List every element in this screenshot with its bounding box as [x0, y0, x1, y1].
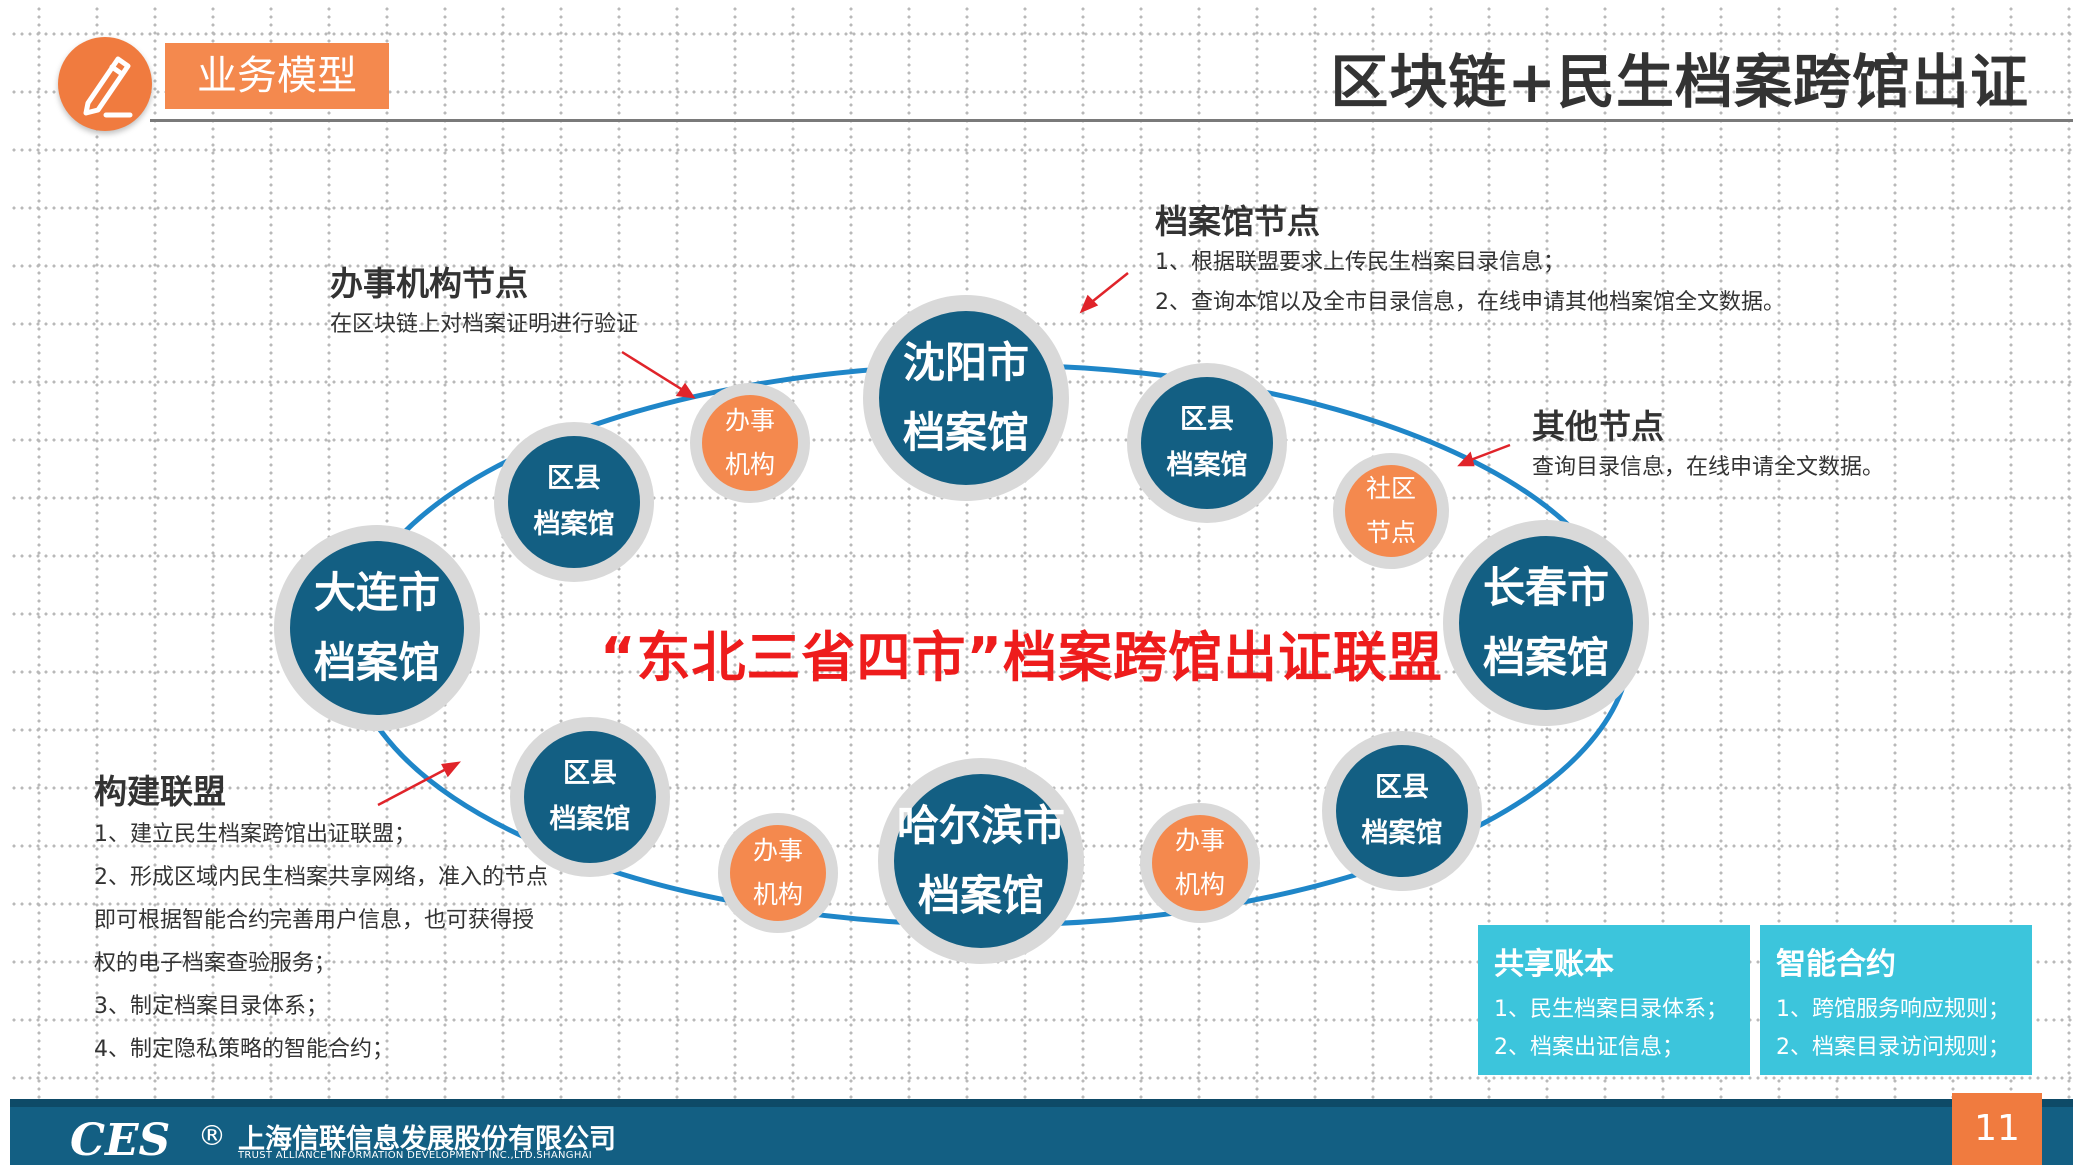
node-label: 办事: [1174, 826, 1225, 855]
node-changchun-archive: 长春市档案馆: [1443, 520, 1649, 726]
arrow-head: [1457, 451, 1475, 467]
node-label: 节点: [1365, 518, 1416, 547]
node-label: 社区: [1365, 474, 1416, 503]
callout-text: 即可根据智能合约完善用户信息，也可获得授: [94, 908, 535, 933]
callout-title: 构建联盟: [94, 772, 226, 811]
arrow-to-dalian: [377, 765, 451, 807]
callout-text: 查询目录信息，在线申请全文数据。: [1532, 455, 1885, 480]
callout-text: 1、建立民生档案跨馆出证联盟；: [94, 822, 416, 847]
callout-text: 1、根据联盟要求上传民生档案目录信息；: [1155, 250, 1565, 275]
node-dalian-archive: 大连市档案馆: [274, 525, 480, 731]
node-shenyang-archive: 沈阳市档案馆: [863, 295, 1069, 501]
node-county-archive-topright: 区县档案馆: [1127, 363, 1287, 523]
alliance-title: “东北三省四市”档案跨馆出证联盟: [600, 626, 1443, 689]
callout-title: 档案馆节点: [1155, 202, 1320, 241]
footer-bar: [10, 1107, 2073, 1165]
node-label: 区县: [1375, 772, 1429, 803]
section-tag: 业务模型: [165, 43, 389, 109]
node-label: 档案馆: [1361, 818, 1443, 849]
callout-text: 权的电子档案查验服务；: [94, 951, 337, 976]
company-name-en: TRUST ALLIANCE INFORMATION DEVELOPMENT I…: [238, 1150, 593, 1161]
node-label: 档案馆: [917, 871, 1044, 920]
info-box-shared-ledger: 共享账本 1、民生档案目录体系； 2、档案出证信息；: [1478, 925, 1750, 1075]
page-number: 11: [1952, 1093, 2042, 1165]
node-label: 办事: [752, 836, 803, 865]
info-box-title: 智能合约: [1776, 947, 1896, 982]
info-box-title: 共享账本: [1494, 947, 1614, 982]
callout-text: 3、制定档案目录体系；: [94, 994, 328, 1019]
info-box-smart-contract: 智能合约 1、跨馆服务响应规则； 2、档案目录访问规则；: [1760, 925, 2032, 1075]
arrow-head: [1079, 294, 1099, 314]
callout-build-alliance: 构建联盟 1、建立民生档案跨馆出证联盟； 2、形成区域内民生档案共享网络，准入的…: [94, 765, 548, 1071]
info-box-line: 2、档案出证信息；: [1494, 1035, 1684, 1060]
node-harbin-archive: 哈尔滨市档案馆: [878, 758, 1084, 964]
node-label: 机构: [1174, 870, 1225, 899]
header-divider: [150, 119, 2073, 122]
node-label: 档案馆: [1166, 450, 1248, 481]
arrow-to-shenyang: [1087, 272, 1129, 306]
arrow-head: [675, 382, 696, 399]
callout-text: 2、查询本馆以及全市目录信息，在线申请其他档案馆全文数据。: [1155, 290, 1785, 315]
node-label: 区县: [1180, 404, 1234, 435]
node-label: 机构: [752, 880, 803, 909]
ces-logo: CES: [70, 1115, 171, 1165]
node-label: 沈阳市: [902, 338, 1029, 387]
node-label: 长春市: [1482, 563, 1609, 612]
registered-mark: ®: [198, 1119, 226, 1152]
node-agency-top: 办事机构: [690, 383, 810, 503]
callout-title: 其他节点: [1532, 407, 1664, 446]
node-label: 档案馆: [533, 509, 615, 540]
callout-text: 2、形成区域内民生档案共享网络，准入的节点: [94, 865, 548, 890]
node-label: 区县: [563, 758, 617, 789]
node-agency-bottomright: 办事机构: [1140, 803, 1260, 923]
callout-archive-node: 档案馆节点 1、根据联盟要求上传民生档案目录信息； 2、查询本馆以及全市目录信息…: [1155, 195, 1785, 323]
node-county-archive-topleft: 区县档案馆: [494, 422, 654, 582]
node-label: 办事: [724, 406, 775, 435]
callout-text: 在区块链上对档案证明进行验证: [330, 312, 639, 337]
node-county-archive-bottomright: 区县档案馆: [1322, 731, 1482, 891]
callout-other-node: 其他节点 查询目录信息，在线申请全文数据。: [1532, 400, 1884, 488]
footer-stripe: [10, 1099, 2073, 1107]
node-label: 哈尔滨市: [896, 801, 1065, 850]
node-county-archive-bottomleft: 区县档案馆: [510, 717, 670, 877]
info-box-line: 2、档案目录访问规则；: [1776, 1035, 2010, 1060]
page-title: 区块链+民生档案跨馆出证: [1330, 48, 2029, 116]
node-label: 档案馆: [313, 638, 440, 687]
arrow-to-agency: [621, 350, 687, 394]
node-label: 机构: [724, 450, 775, 479]
node-label: 档案馆: [902, 408, 1029, 457]
arrow-to-community: [1467, 443, 1511, 463]
node-agency-bottomleft: 办事机构: [718, 813, 838, 933]
callout-agency-node: 办事机构节点 在区块链上对档案证明进行验证: [330, 257, 638, 345]
node-community: 社区节点: [1333, 453, 1449, 569]
pencil-icon: [58, 37, 152, 131]
info-box-line: 1、跨馆服务响应规则；: [1776, 997, 2010, 1022]
info-box-line: 1、民生档案目录体系；: [1494, 997, 1728, 1022]
node-label: 档案馆: [1482, 633, 1609, 682]
node-label: 大连市: [313, 568, 440, 617]
node-label: 区县: [547, 463, 601, 494]
slide: 业务模型 区块链+民生档案跨馆出证 沈阳市档案馆 大连市档案馆 长春市档案馆 哈…: [10, 5, 2073, 1165]
callout-title: 办事机构节点: [330, 264, 528, 303]
callout-text: 4、制定隐私策略的智能合约；: [94, 1037, 394, 1062]
company-name-cn: 上海信联信息发展股份有限公司: [238, 1124, 616, 1155]
arrow-head: [441, 761, 462, 778]
node-label: 档案馆: [549, 804, 631, 835]
